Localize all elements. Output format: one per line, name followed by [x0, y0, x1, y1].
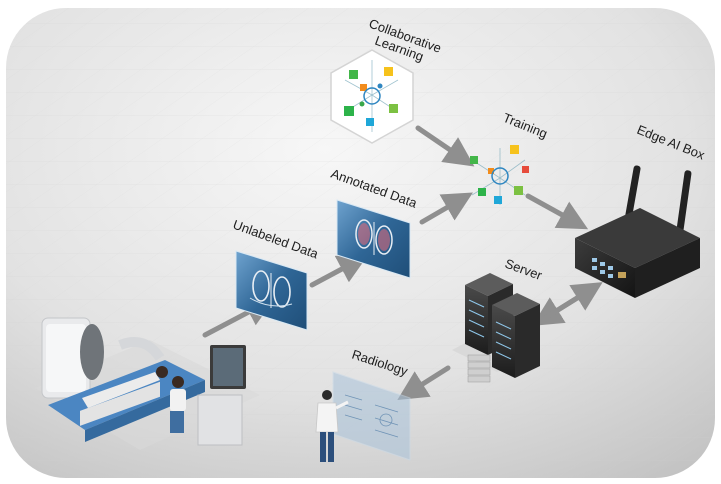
medical-scanner-icon	[35, 317, 260, 450]
radiology-doctor-icon	[315, 371, 411, 462]
edge-ai-box-icon	[575, 165, 700, 298]
training-network-icon	[470, 145, 529, 205]
xray-unlabeled-icon	[235, 250, 308, 331]
arrow-server-to-edge	[542, 282, 603, 321]
collaborative-network-icon	[330, 49, 414, 144]
arrow-server-to-radiology	[397, 365, 451, 401]
arrow-annotated-to-training	[419, 192, 473, 225]
server-rack-icon	[452, 273, 540, 383]
xray-annotated-icon	[336, 199, 411, 279]
arrow-collaborative-to-training	[415, 125, 475, 167]
arrow-unlabeled-to-annotated	[309, 254, 369, 288]
arrow-training-to-edge	[525, 193, 589, 230]
